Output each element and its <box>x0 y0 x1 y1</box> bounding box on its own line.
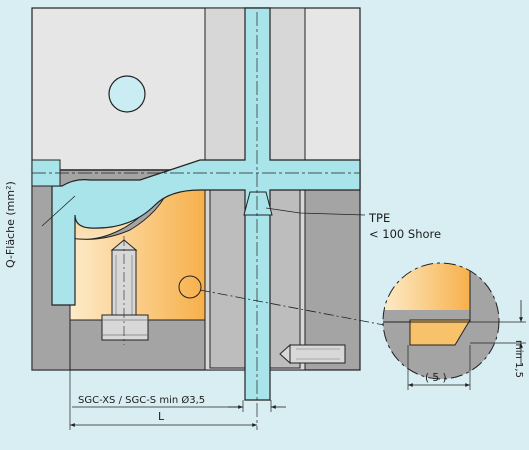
five-dimension-label: ( 5 ) <box>425 372 447 384</box>
tpe-gate <box>243 191 273 216</box>
top-plate-bore <box>108 75 146 113</box>
detail-marker-circle <box>178 275 202 299</box>
q-flaeche-label: Q-Fläche (mm²) <box>4 181 17 268</box>
tpe-label: TPE <box>368 211 390 225</box>
shore-label: < 100 Shore <box>369 227 441 241</box>
min-dimension-label: min 1,5 <box>513 340 524 378</box>
top-plate <box>31 7 361 171</box>
detail-view <box>383 263 499 379</box>
tpe-runner <box>51 7 361 401</box>
ejector-bolt <box>101 236 149 345</box>
length-dimension-label: L <box>158 410 165 423</box>
sgc-dimension-label: SGC-XS / SGC-S min Ø3,5 <box>78 394 205 406</box>
side-screw <box>279 343 346 365</box>
